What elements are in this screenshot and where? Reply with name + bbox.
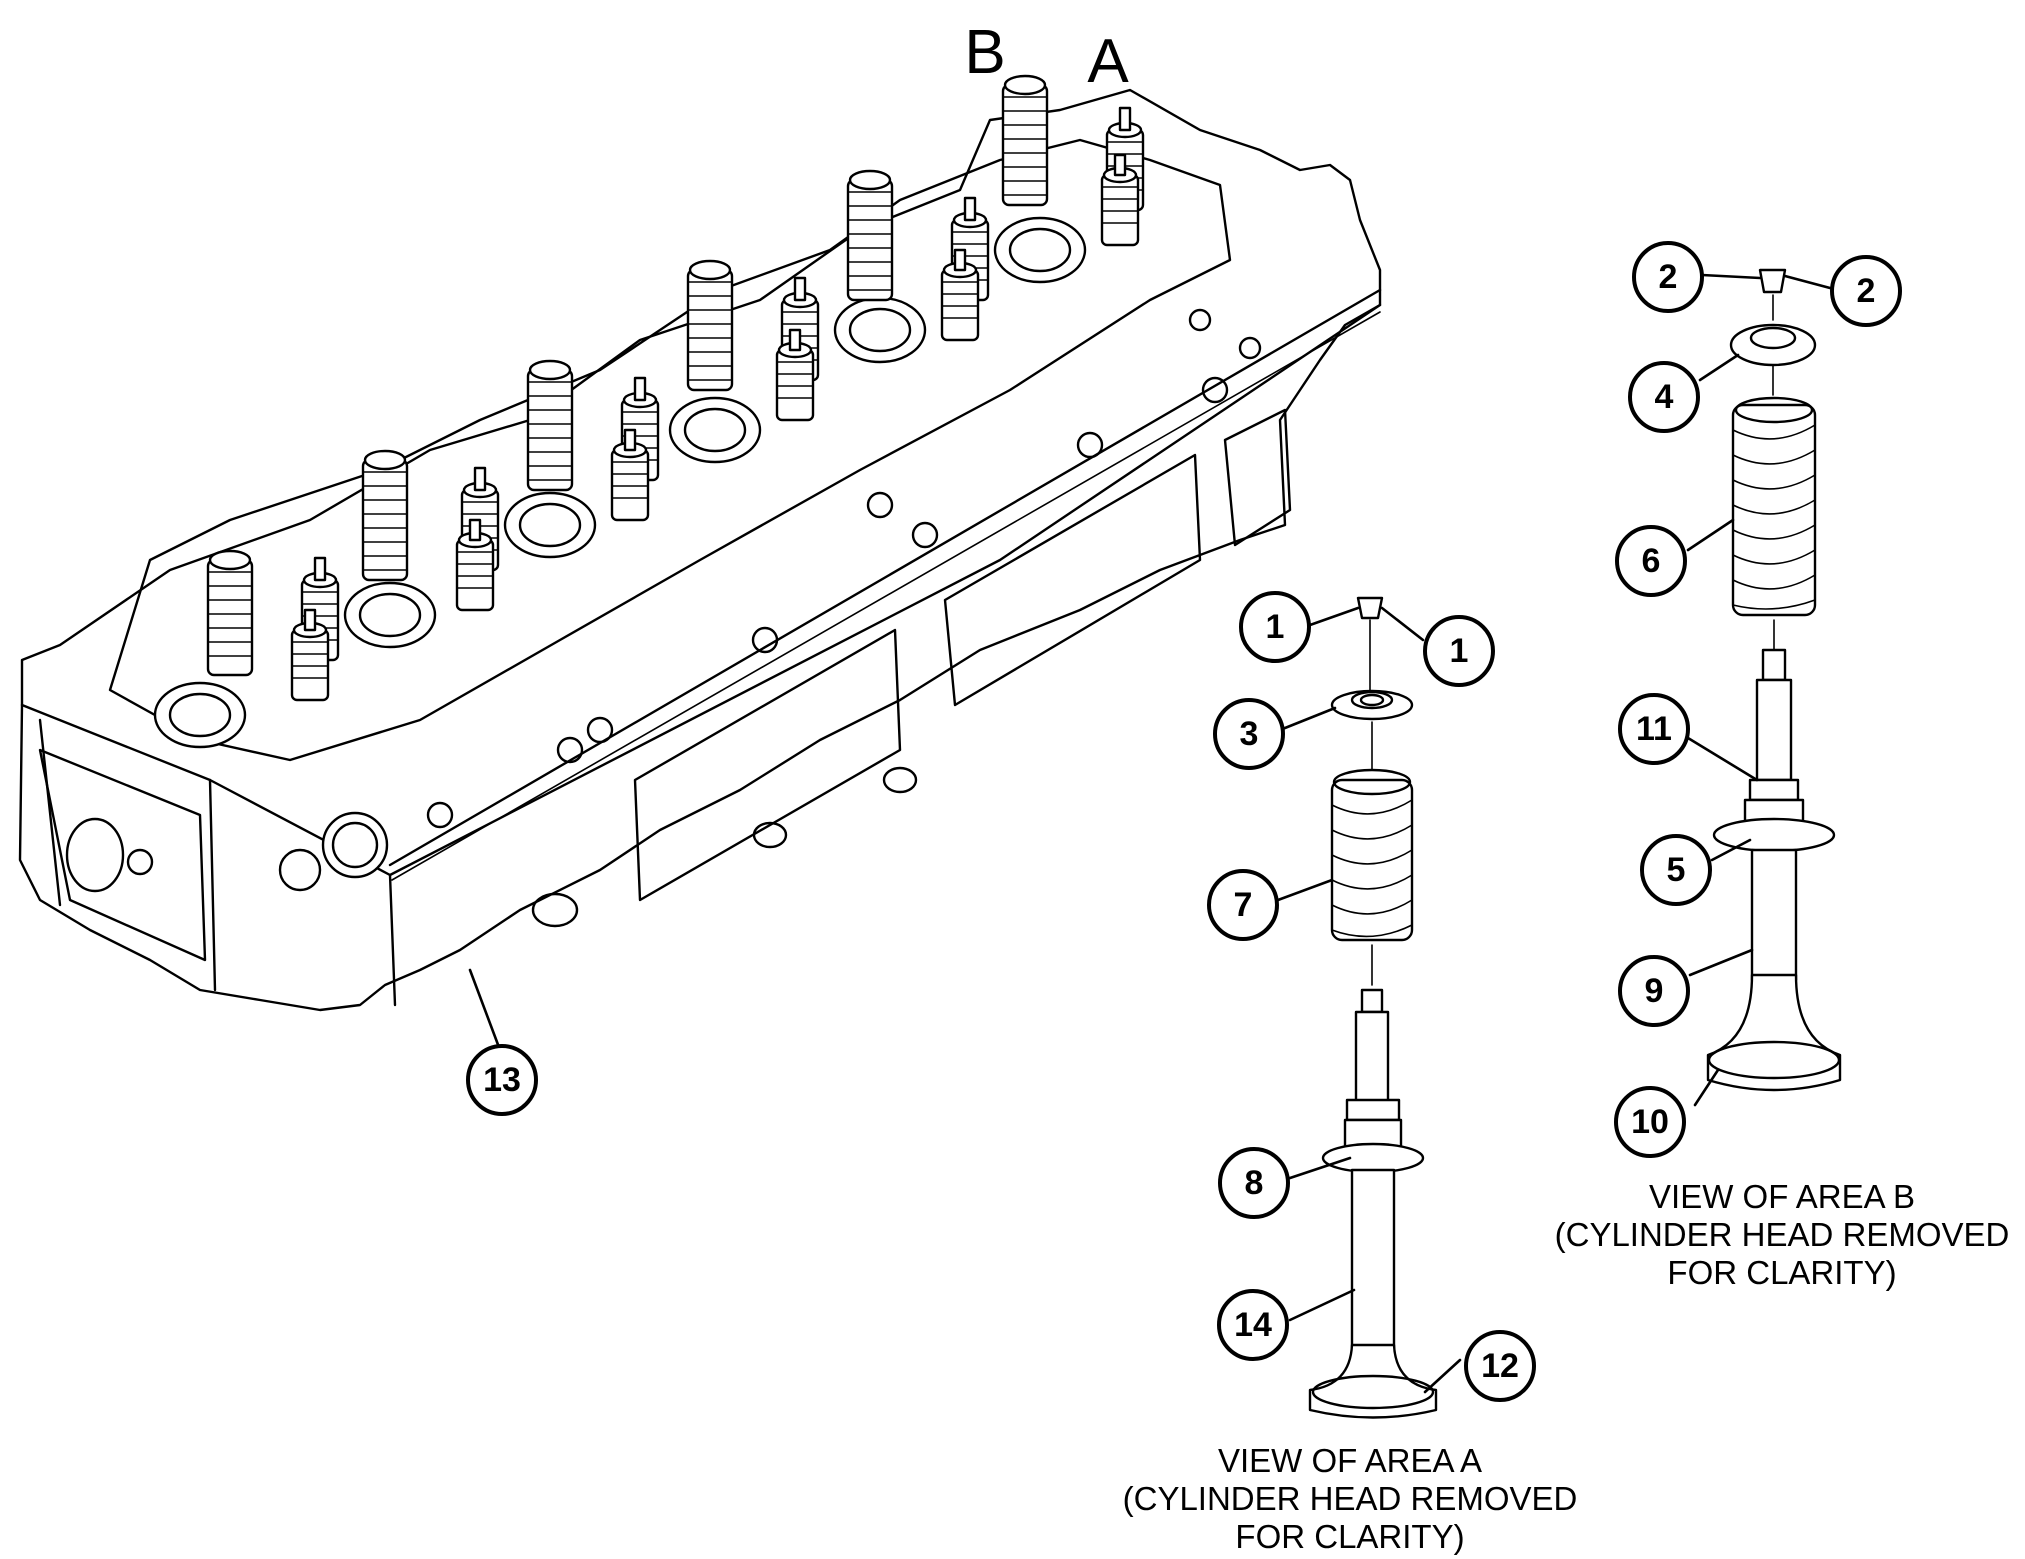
svg-text:7: 7: [1234, 886, 1253, 924]
svg-text:5: 5: [1667, 851, 1686, 889]
caption-b-line-1: VIEW OF AREA B: [1649, 1178, 1915, 1215]
svg-text:4: 4: [1655, 378, 1674, 416]
valve-spring-b: [1731, 396, 1817, 617]
area-label-a: A: [1087, 27, 1129, 96]
callout-5: 5: [1640, 834, 1712, 906]
callout-1-right: 1: [1423, 615, 1495, 687]
callout-8: 8: [1218, 1147, 1290, 1219]
svg-text:1: 1: [1266, 608, 1285, 646]
svg-text:8: 8: [1245, 1164, 1264, 1202]
valve-a: [1308, 988, 1438, 1419]
port-openings: [153, 216, 1087, 749]
callout-12: 12: [1464, 1330, 1536, 1402]
bolt-holes: [426, 308, 1262, 829]
callout-14: 14: [1217, 1289, 1289, 1361]
caption-view-b: VIEW OF AREA B (CYLINDER HEAD REMOVED FO…: [1555, 1178, 2010, 1291]
callouts: 1 1 3 7 8 14 12 2: [466, 241, 1902, 1402]
spring-retainer-a: [1330, 689, 1414, 721]
svg-text:14: 14: [1234, 1306, 1272, 1344]
valve-b: [1706, 648, 1842, 1092]
svg-text:9: 9: [1645, 972, 1664, 1010]
svg-text:13: 13: [483, 1061, 521, 1099]
callout-4: 4: [1628, 361, 1700, 433]
valve-springs-a: [290, 106, 1145, 702]
area-a-exploded-view: [1308, 596, 1438, 1419]
caption-a-line-2: (CYLINDER HEAD REMOVED: [1123, 1480, 1578, 1517]
caption-a-line-3: FOR CLARITY): [1235, 1518, 1464, 1555]
caption-b-line-2: (CYLINDER HEAD REMOVED: [1555, 1216, 2010, 1253]
caption-view-a: VIEW OF AREA A (CYLINDER HEAD REMOVED FO…: [1123, 1442, 1578, 1555]
svg-text:2: 2: [1659, 258, 1678, 296]
callout-2-left: 2: [1632, 241, 1704, 313]
callout-7: 7: [1207, 869, 1279, 941]
svg-text:11: 11: [1636, 710, 1672, 748]
leader-lines: [468, 273, 1832, 1394]
callout-1-left: 1: [1239, 591, 1311, 663]
valve-keeper-b: [1758, 268, 1787, 294]
svg-text:1: 1: [1450, 632, 1469, 670]
valve-springs-b: [206, 74, 1049, 677]
svg-text:6: 6: [1642, 542, 1661, 580]
callout-9: 9: [1618, 955, 1690, 1027]
caption-a-line-1: VIEW OF AREA A: [1218, 1442, 1482, 1479]
area-b-exploded-view: [1706, 268, 1842, 1092]
callout-13: 13: [466, 1044, 538, 1116]
callout-10: 10: [1614, 1086, 1686, 1158]
area-label-b: B: [964, 18, 1005, 87]
valve-spring-a: [1330, 768, 1414, 942]
valve-keeper-a: [1356, 596, 1384, 620]
svg-text:12: 12: [1481, 1347, 1519, 1385]
cylinder-head: [18, 74, 1382, 1012]
callout-2-right: 2: [1830, 255, 1902, 327]
caption-b-line-3: FOR CLARITY): [1667, 1254, 1896, 1291]
callout-6: 6: [1615, 525, 1687, 597]
svg-text:3: 3: [1240, 715, 1259, 753]
callout-11: 11: [1618, 693, 1690, 765]
svg-text:2: 2: [1857, 272, 1876, 310]
callout-3: 3: [1213, 698, 1285, 770]
spring-retainer-b: [1729, 323, 1817, 367]
svg-text:10: 10: [1631, 1103, 1669, 1141]
